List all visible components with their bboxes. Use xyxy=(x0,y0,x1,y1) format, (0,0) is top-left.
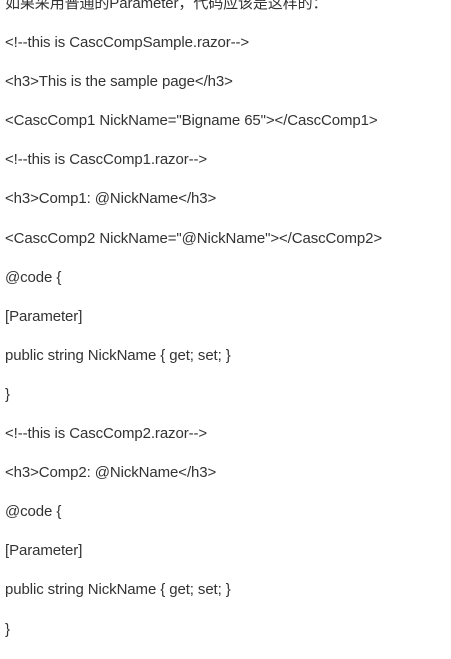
code-comment-sample: <!--this is CascCompSample.razor--> xyxy=(5,34,250,52)
intro-text: 如果采用普通的Parameter，代码应该是这样的： xyxy=(5,0,328,12)
code-line-close-1: } xyxy=(5,385,10,403)
code-line-close-2: } xyxy=(5,620,10,638)
code-line-property-1: public string NickName { get; set; } xyxy=(5,346,231,364)
code-line-code-open-2: @code { xyxy=(5,503,62,521)
code-line-h3-comp2: <h3>Comp2: @NickName</h3> xyxy=(5,464,217,482)
code-line-casccomp2: <CascComp2 NickName="@NickName"></CascCo… xyxy=(5,229,383,247)
code-comment-comp2: <!--this is CascComp2.razor--> xyxy=(5,425,208,443)
code-comment-comp1: <!--this is CascComp1.razor--> xyxy=(5,151,208,169)
code-line-code-open-1: @code { xyxy=(5,268,62,286)
code-line-h3-sample: <h3>This is the sample page</h3> xyxy=(5,73,233,91)
code-line-parameter-1: [Parameter] xyxy=(5,307,83,325)
code-line-property-2: public string NickName { get; set; } xyxy=(5,581,231,599)
code-line-casccomp1: <CascComp1 NickName="Bigname 65"></CascC… xyxy=(5,112,378,130)
article-body: 如果采用普通的Parameter，代码应该是这样的： <!--this is C… xyxy=(5,0,449,659)
code-line-h3-comp1: <h3>Comp1: @NickName</h3> xyxy=(5,190,217,208)
code-line-parameter-2: [Parameter] xyxy=(5,542,83,560)
